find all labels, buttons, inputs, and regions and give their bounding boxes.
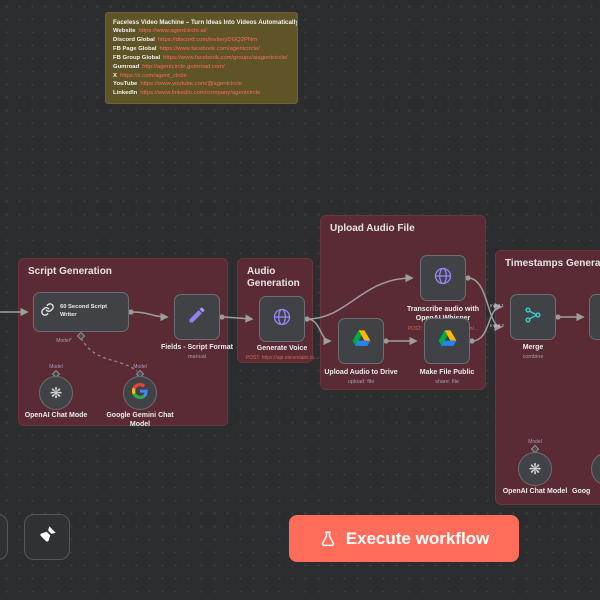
- link-label: Discord Global: [113, 36, 155, 43]
- group-title: Audio Generation: [247, 266, 300, 289]
- node-label: OpenAI Chat Mode: [24, 412, 88, 419]
- link-label: LinkedIn: [113, 90, 138, 97]
- node-make-file-public[interactable]: [424, 318, 470, 364]
- link-label: YouTube: [113, 81, 138, 88]
- model-port-label: Model: [49, 364, 63, 370]
- node-sublabel: POST: https://api.elevenlabs.io...: [245, 355, 319, 361]
- tidy-up-button[interactable]: [24, 514, 70, 560]
- link-url[interactable]: https://www.facebook.com/agentcircle/: [159, 45, 260, 52]
- link-icon: [40, 302, 55, 322]
- node-sublabel: upload: file: [347, 379, 375, 385]
- toolbar-partial-button[interactable]: [0, 514, 8, 560]
- node-label: Goog: [572, 488, 591, 495]
- pencil-icon: [187, 305, 207, 330]
- google-icon: [132, 382, 148, 404]
- merge-input2-label: Input 2: [489, 323, 504, 328]
- link-label: FB Group Global: [113, 54, 161, 61]
- google-drive-icon: [438, 330, 457, 352]
- openai-icon: ❋: [49, 384, 63, 402]
- node-label: Google Gemini Chat Model: [106, 412, 174, 428]
- link-label: FB Page Global: [113, 45, 157, 52]
- link-label: Website: [113, 28, 136, 34]
- node-partial-right[interactable]: [589, 294, 600, 340]
- link-url[interactable]: http://agentcircle.gumroad.com/: [142, 63, 225, 70]
- node-label: OpenAI Chat Model: [502, 488, 568, 495]
- node-sublabel: manual: [187, 354, 207, 360]
- link-url[interactable]: https://www.youtube.com/@agentcircle: [140, 81, 242, 88]
- globe-icon: [433, 266, 453, 291]
- link-label: X: [113, 72, 117, 79]
- globe-icon: [272, 307, 292, 332]
- group-title: Upload Audio File: [330, 223, 415, 234]
- link-url[interactable]: https://www.linkedin.com/company/agentci…: [140, 90, 261, 97]
- node-upload-audio-to-drive[interactable]: [338, 318, 384, 364]
- model-handle-label: Model*: [56, 338, 72, 344]
- link-url[interactable]: https://www.facebook.com/groups/aiagentc…: [163, 54, 288, 61]
- link-url[interactable]: https://www.agentcircle.ai/: [138, 28, 207, 34]
- node-generate-voice[interactable]: [259, 296, 305, 342]
- sticky-note-links[interactable]: Faceless Video Machine – Turn Ideas Into…: [105, 12, 298, 104]
- node-openai-chat-mode[interactable]: ❋: [39, 376, 73, 410]
- execute-workflow-label: Execute workflow: [345, 528, 490, 548]
- node-sublabel: share: file: [435, 379, 459, 385]
- node-sublabel: combine: [522, 354, 544, 360]
- node-fields-script-format[interactable]: [174, 294, 220, 340]
- node-label: Generate Voice: [256, 345, 308, 352]
- broom-icon: [36, 524, 58, 551]
- merge-input1-label: Input 1: [489, 303, 504, 308]
- node-merge[interactable]: [510, 294, 556, 340]
- node-60-second-script-writer[interactable]: 60 Second Script Writer: [33, 292, 129, 332]
- openai-icon: ❋: [528, 460, 542, 478]
- execute-workflow-button[interactable]: Execute workflow: [289, 515, 519, 562]
- group-title: Timestamps Generation: [505, 258, 600, 269]
- merge-icon: [523, 305, 543, 330]
- link-url[interactable]: https://x.com/agent_circle: [119, 72, 187, 79]
- node-label: Upload Audio to Drive: [324, 369, 398, 376]
- node-openai-chat-model[interactable]: ❋: [518, 452, 552, 486]
- google-drive-icon: [352, 330, 371, 352]
- group-title: Script Generation: [28, 266, 112, 277]
- node-google-gemini-chat-model[interactable]: [123, 376, 157, 410]
- flask-icon: [319, 529, 337, 549]
- node-label: Make File Public: [419, 369, 475, 376]
- node-label: Fields - Script Format: [161, 344, 233, 351]
- link-url[interactable]: https://discord.com/invite/yDGQ2PNm: [157, 36, 258, 43]
- node-title: 60 Second Script Writer: [60, 304, 108, 318]
- node-transcribe-whisper[interactable]: [420, 255, 466, 301]
- model-port-label: Model: [528, 439, 542, 445]
- sticky-note-title: Faceless Video Machine – Turn Ideas Into…: [113, 19, 298, 26]
- model-port-label: Model: [133, 364, 147, 370]
- node-label: Merge: [522, 344, 544, 351]
- link-label: Gumroad: [113, 63, 140, 70]
